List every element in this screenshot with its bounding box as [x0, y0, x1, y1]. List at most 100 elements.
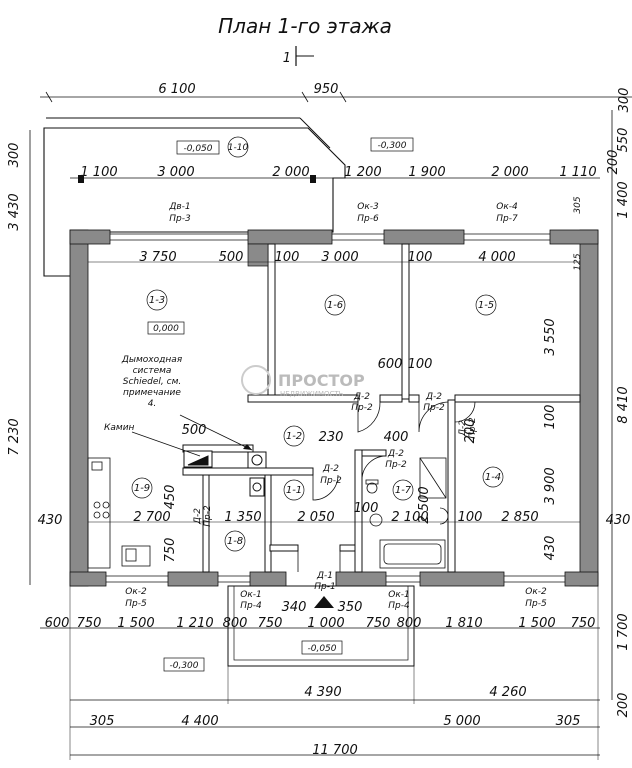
- room-19: 1-9: [134, 483, 150, 494]
- opening-pr4-b: Пр-4: [388, 601, 410, 611]
- opening-d2-c: Д-2: [458, 420, 468, 437]
- opening-pr2-c: Пр-2: [468, 417, 478, 439]
- bdim1-750-a: 750: [77, 616, 102, 631]
- watermark-sub: НЕДВИЖИМОСТЬ: [280, 390, 344, 398]
- dim-2000-top-right: 2 000: [491, 165, 528, 180]
- dim-2000-top: 2 000: [272, 165, 309, 180]
- dim-4000: 4 000: [478, 250, 515, 265]
- bdim1-1500-b: 1 500: [518, 616, 555, 631]
- room-15: 1-5: [478, 300, 494, 311]
- dim-550: 550: [616, 128, 631, 153]
- bdim2-4390: 4 390: [304, 685, 341, 700]
- dim-1900: 1 900: [408, 165, 445, 180]
- bdim1-750-c: 750: [366, 616, 391, 631]
- dim-1200: 1 200: [344, 165, 381, 180]
- kitchen-counter: [87, 457, 151, 569]
- dim-6100: 6 100: [158, 82, 195, 97]
- level-box-porch: [301, 640, 343, 655]
- dim-2700: 2 700: [133, 510, 170, 525]
- fireplace: [183, 450, 267, 497]
- opening-pr7: Пр-7: [496, 214, 518, 224]
- fireplace-leader: [131, 431, 201, 457]
- opening-pr5-b: Пр-5: [525, 599, 547, 609]
- dim-100-d: 100: [543, 405, 558, 430]
- post-left: [78, 175, 84, 183]
- level-terrace: -0,050: [183, 144, 212, 154]
- dim-2850: 2 850: [501, 510, 538, 525]
- dim-1400: 1 400: [616, 181, 631, 218]
- dim-3900: 3 900: [543, 467, 558, 504]
- note-chimney-1: Дымоходная: [121, 355, 183, 365]
- opening-pr2-a: Пр-2: [351, 403, 373, 413]
- room-17: 1-7: [395, 485, 412, 496]
- dim-500-b: 500: [182, 423, 207, 438]
- dim-3750: 3 750: [139, 250, 176, 265]
- note-fireplace: Камин: [104, 423, 135, 433]
- note-chimney-4: примечание: [123, 388, 181, 398]
- room-14: 1-4: [485, 472, 501, 483]
- opening-pr2-d: Пр-2: [320, 476, 342, 486]
- dim-100-a: 100: [275, 250, 300, 265]
- dim-600: 600: [378, 357, 403, 372]
- dim-1700: 1 700: [616, 613, 631, 650]
- opening-ok1-b: Ок-1: [388, 590, 410, 600]
- dim-3550: 3 550: [543, 318, 558, 355]
- dim-1350: 1 350: [224, 510, 261, 525]
- opening-pr6: Пр-6: [357, 214, 379, 224]
- dim-2500: 2 500: [417, 486, 432, 523]
- dim-2100: 2 100: [391, 510, 428, 525]
- dim-400: 400: [384, 430, 409, 445]
- chimney-block: [247, 243, 269, 267]
- dim-200-inner: 200: [463, 419, 478, 444]
- room-tags: [131, 289, 504, 552]
- dim-200-bottom: 200: [616, 693, 631, 718]
- dim-300-right: 300: [617, 88, 632, 113]
- plan-title: План 1-го этажа: [218, 14, 392, 38]
- opening-ok4: Ок-4: [496, 202, 518, 212]
- bdim3-5000: 5 000: [443, 714, 480, 729]
- opening-ok3: Ок-3: [357, 202, 379, 212]
- opening-ok2-b: Ок-2: [525, 587, 547, 597]
- watermark-logo: [241, 365, 271, 395]
- extension-lines: [69, 586, 599, 760]
- terrace-outline: [43, 127, 346, 277]
- dim-2050: 2 050: [297, 510, 334, 525]
- bdim1-750-b: 750: [258, 616, 283, 631]
- opening-d2-b: Д-2: [425, 392, 442, 402]
- bdim3-4400: 4 400: [181, 714, 218, 729]
- bdim1-600: 600: [45, 616, 70, 631]
- opening-ok2-a: Ок-2: [125, 587, 147, 597]
- opening-pr2-e: Пр-2: [385, 460, 407, 470]
- bdim1-1000: 1 000: [307, 616, 344, 631]
- dim-200: 200: [606, 150, 621, 175]
- opening-d1: Д-1: [316, 571, 333, 581]
- level-box-terrace: [176, 140, 220, 155]
- opening-d2-d: Д-2: [322, 464, 339, 474]
- bdim1-350: 350: [338, 600, 363, 615]
- bdim1-340: 340: [282, 600, 307, 615]
- opening-dv1: Дв-1: [168, 202, 190, 212]
- opening-pr1: Пр-1: [314, 582, 335, 592]
- bdim1-800-b: 800: [397, 616, 422, 631]
- level-room: 0,000: [153, 324, 179, 334]
- dim-7230: 7 230: [7, 418, 22, 455]
- level-box-bottom: [163, 657, 205, 672]
- section-mark: 1: [283, 51, 291, 66]
- bdim1-1810: 1 810: [445, 616, 482, 631]
- opening-pr3: Пр-3: [169, 214, 191, 224]
- opening-pr4-a: Пр-4: [240, 601, 262, 611]
- room-12: 1-2: [286, 431, 302, 442]
- windows-bottom: [106, 575, 565, 583]
- dim-230: 230: [319, 430, 344, 445]
- level-top: -0,300: [377, 141, 406, 151]
- chimney-leader: [179, 414, 253, 451]
- room-110: 1-10: [228, 143, 249, 153]
- exterior-walls: [69, 229, 599, 587]
- bdim3-305-a: 305: [90, 714, 115, 729]
- dim-950: 950: [314, 82, 339, 97]
- bdim2-4260: 4 260: [489, 685, 526, 700]
- dim-305: 305: [573, 196, 583, 213]
- note-chimney-3: Schiedel, см.: [123, 377, 181, 387]
- bathroom-fixtures: [365, 457, 449, 569]
- bdim1-800-a: 800: [223, 616, 248, 631]
